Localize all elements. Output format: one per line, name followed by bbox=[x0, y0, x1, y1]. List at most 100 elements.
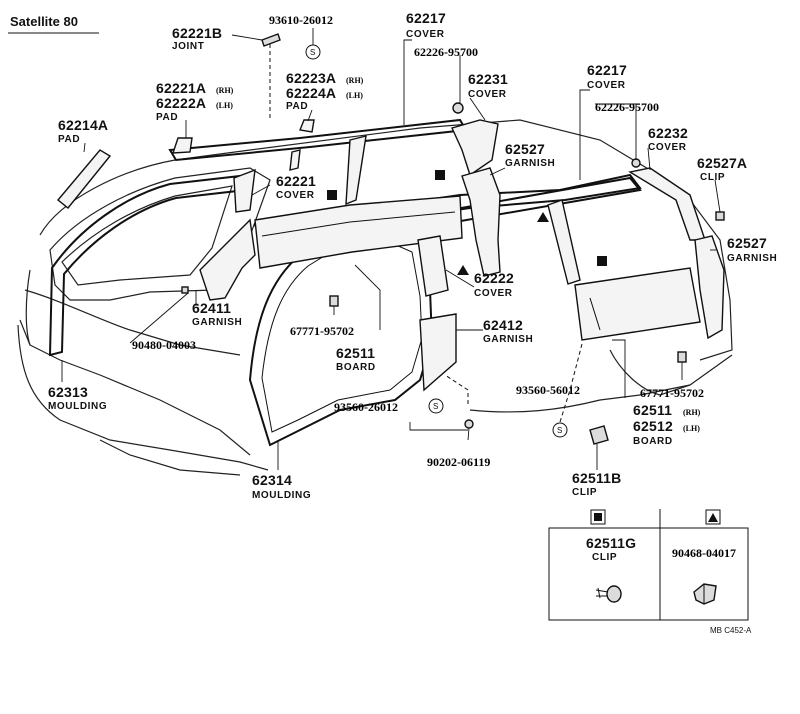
label-62222A-name: PAD bbox=[156, 112, 178, 123]
svg-text:S: S bbox=[557, 426, 562, 435]
pad-62221A bbox=[172, 137, 193, 154]
door-moulding-inner bbox=[261, 244, 423, 433]
clip-90468-drawing bbox=[693, 583, 717, 605]
cover-62217-screw bbox=[631, 158, 641, 168]
label-62412-num: 62412 bbox=[483, 317, 523, 333]
label-67771a: 67771-95702 bbox=[290, 324, 354, 338]
label-62222A-num: 62222A bbox=[156, 95, 206, 111]
label-62512LH-name: BOARD bbox=[633, 436, 673, 447]
label-62224A-suffix: (LH) bbox=[346, 91, 363, 100]
board-62511-line bbox=[261, 211, 456, 237]
clip-62527A bbox=[715, 211, 725, 221]
label-62221B-num: 62221B bbox=[172, 25, 222, 41]
garnish-62412 bbox=[419, 313, 457, 392]
label-62222A-suffix: (LH) bbox=[216, 101, 233, 110]
cover-62231 bbox=[451, 119, 499, 177]
label-62223A-num: 62223A bbox=[286, 70, 336, 86]
label-62217b-name: COVER bbox=[587, 80, 626, 91]
label-90480: 90480-04003 bbox=[132, 338, 196, 352]
rear-pillar-trim bbox=[547, 199, 581, 285]
svg-text:S: S bbox=[433, 402, 438, 411]
label-62221-num: 62221 bbox=[276, 173, 316, 189]
label-62512LH-suffix: (LH) bbox=[683, 424, 700, 433]
label-62527b-name: GARNISH bbox=[727, 253, 777, 264]
label-62222-name: COVER bbox=[474, 288, 513, 299]
label-62411-name: GARNISH bbox=[192, 317, 242, 328]
label-62221A-num: 62221A bbox=[156, 80, 206, 96]
reference-code: MB C452-A bbox=[710, 626, 752, 635]
pad-62214A bbox=[57, 149, 112, 209]
label-67771b: 67771-95702 bbox=[640, 386, 704, 400]
label-62313-num: 62313 bbox=[48, 384, 88, 400]
label-62314-num: 62314 bbox=[252, 472, 292, 488]
label-62511RH-num: 62511 bbox=[633, 402, 672, 418]
legend-box bbox=[548, 509, 749, 621]
label-62231-num: 62231 bbox=[468, 71, 508, 87]
label-62232-num: 62232 bbox=[648, 125, 688, 141]
s-symbol-93610: S bbox=[305, 44, 321, 60]
label-62217a-num: 62217 bbox=[406, 10, 446, 26]
label-62226b: 62226-95700 bbox=[595, 100, 659, 114]
label-62214A-num: 62214A bbox=[58, 117, 108, 133]
label-62224A-num: 62224A bbox=[286, 85, 336, 101]
label-93560a: 93560-56012 bbox=[516, 383, 580, 397]
label-62412-name: GARNISH bbox=[483, 334, 533, 345]
label-62511RH-suffix: (RH) bbox=[683, 408, 701, 417]
label-62222-num: 62222 bbox=[474, 270, 514, 286]
label-62511B-name: CLIP bbox=[572, 487, 597, 498]
svg-text:S: S bbox=[310, 48, 315, 57]
label-62231-name: COVER bbox=[468, 89, 507, 100]
label-62313-name: MOULDING bbox=[48, 401, 107, 412]
diamond-marker-2 bbox=[327, 190, 337, 200]
board-62511 bbox=[254, 195, 463, 269]
label-62511-num: 62511 bbox=[336, 345, 375, 361]
label-62527a-num: 62527 bbox=[505, 141, 545, 157]
label-93610: 93610-26012 bbox=[269, 13, 333, 27]
label-62527b-num: 62527 bbox=[727, 235, 767, 251]
cover-62231-screw bbox=[452, 102, 464, 114]
leader-lines bbox=[61, 28, 721, 470]
diamond-marker-1 bbox=[435, 170, 445, 180]
screw-90480 bbox=[181, 286, 189, 294]
label-62221B-name: JOINT bbox=[172, 41, 204, 52]
clip-67771-front bbox=[329, 295, 339, 307]
garnish-62527-d bbox=[694, 235, 725, 340]
label-62226a: 62226-95700 bbox=[414, 45, 478, 59]
pad-62223A bbox=[299, 119, 315, 133]
joint-62221B bbox=[261, 33, 281, 47]
b-pillar-cover bbox=[345, 135, 367, 206]
label-62221A-suffix: (RH) bbox=[216, 86, 234, 95]
board-rh-detail bbox=[589, 297, 601, 331]
label-93560b: 93560-26012 bbox=[334, 400, 398, 414]
label-62527A-num: 62527A bbox=[697, 155, 747, 171]
label-62232-name: COVER bbox=[648, 142, 687, 153]
triangle-marker-2 bbox=[457, 265, 469, 275]
label-62511-name: BOARD bbox=[336, 362, 376, 373]
s-symbol-93560b: S bbox=[428, 398, 444, 414]
garnish-62527-c bbox=[461, 167, 501, 277]
label-62221-name: COVER bbox=[276, 190, 315, 201]
label-90202: 90202-06119 bbox=[427, 455, 490, 469]
legend-triangle-marker bbox=[708, 513, 718, 522]
clip-62511G-drawing bbox=[595, 585, 622, 603]
label-62223A-suffix: (RH) bbox=[346, 76, 364, 85]
label-62214A-name: PAD bbox=[58, 134, 80, 145]
label-62512LH-num: 62512 bbox=[633, 418, 673, 434]
triangle-marker-1 bbox=[537, 212, 549, 222]
label-62527A-name: CLIP bbox=[700, 172, 725, 183]
legend-diamond-box bbox=[590, 509, 606, 525]
cover-62221 bbox=[233, 168, 256, 213]
label-62511G-num: 62511G bbox=[586, 535, 636, 551]
pad-small bbox=[289, 149, 301, 171]
legend-triangle-box bbox=[705, 509, 721, 525]
clip-67771-rear bbox=[677, 351, 687, 363]
diamond-marker-3 bbox=[597, 256, 607, 266]
label-62511B-num: 62511B bbox=[572, 470, 621, 486]
s-symbol-93560a: S bbox=[552, 422, 568, 438]
label-62217a-name: COVER bbox=[406, 29, 445, 40]
cover-62222 bbox=[417, 235, 449, 297]
label-62224A-name: PAD bbox=[286, 101, 308, 112]
label-90468: 90468-04017 bbox=[672, 546, 736, 560]
